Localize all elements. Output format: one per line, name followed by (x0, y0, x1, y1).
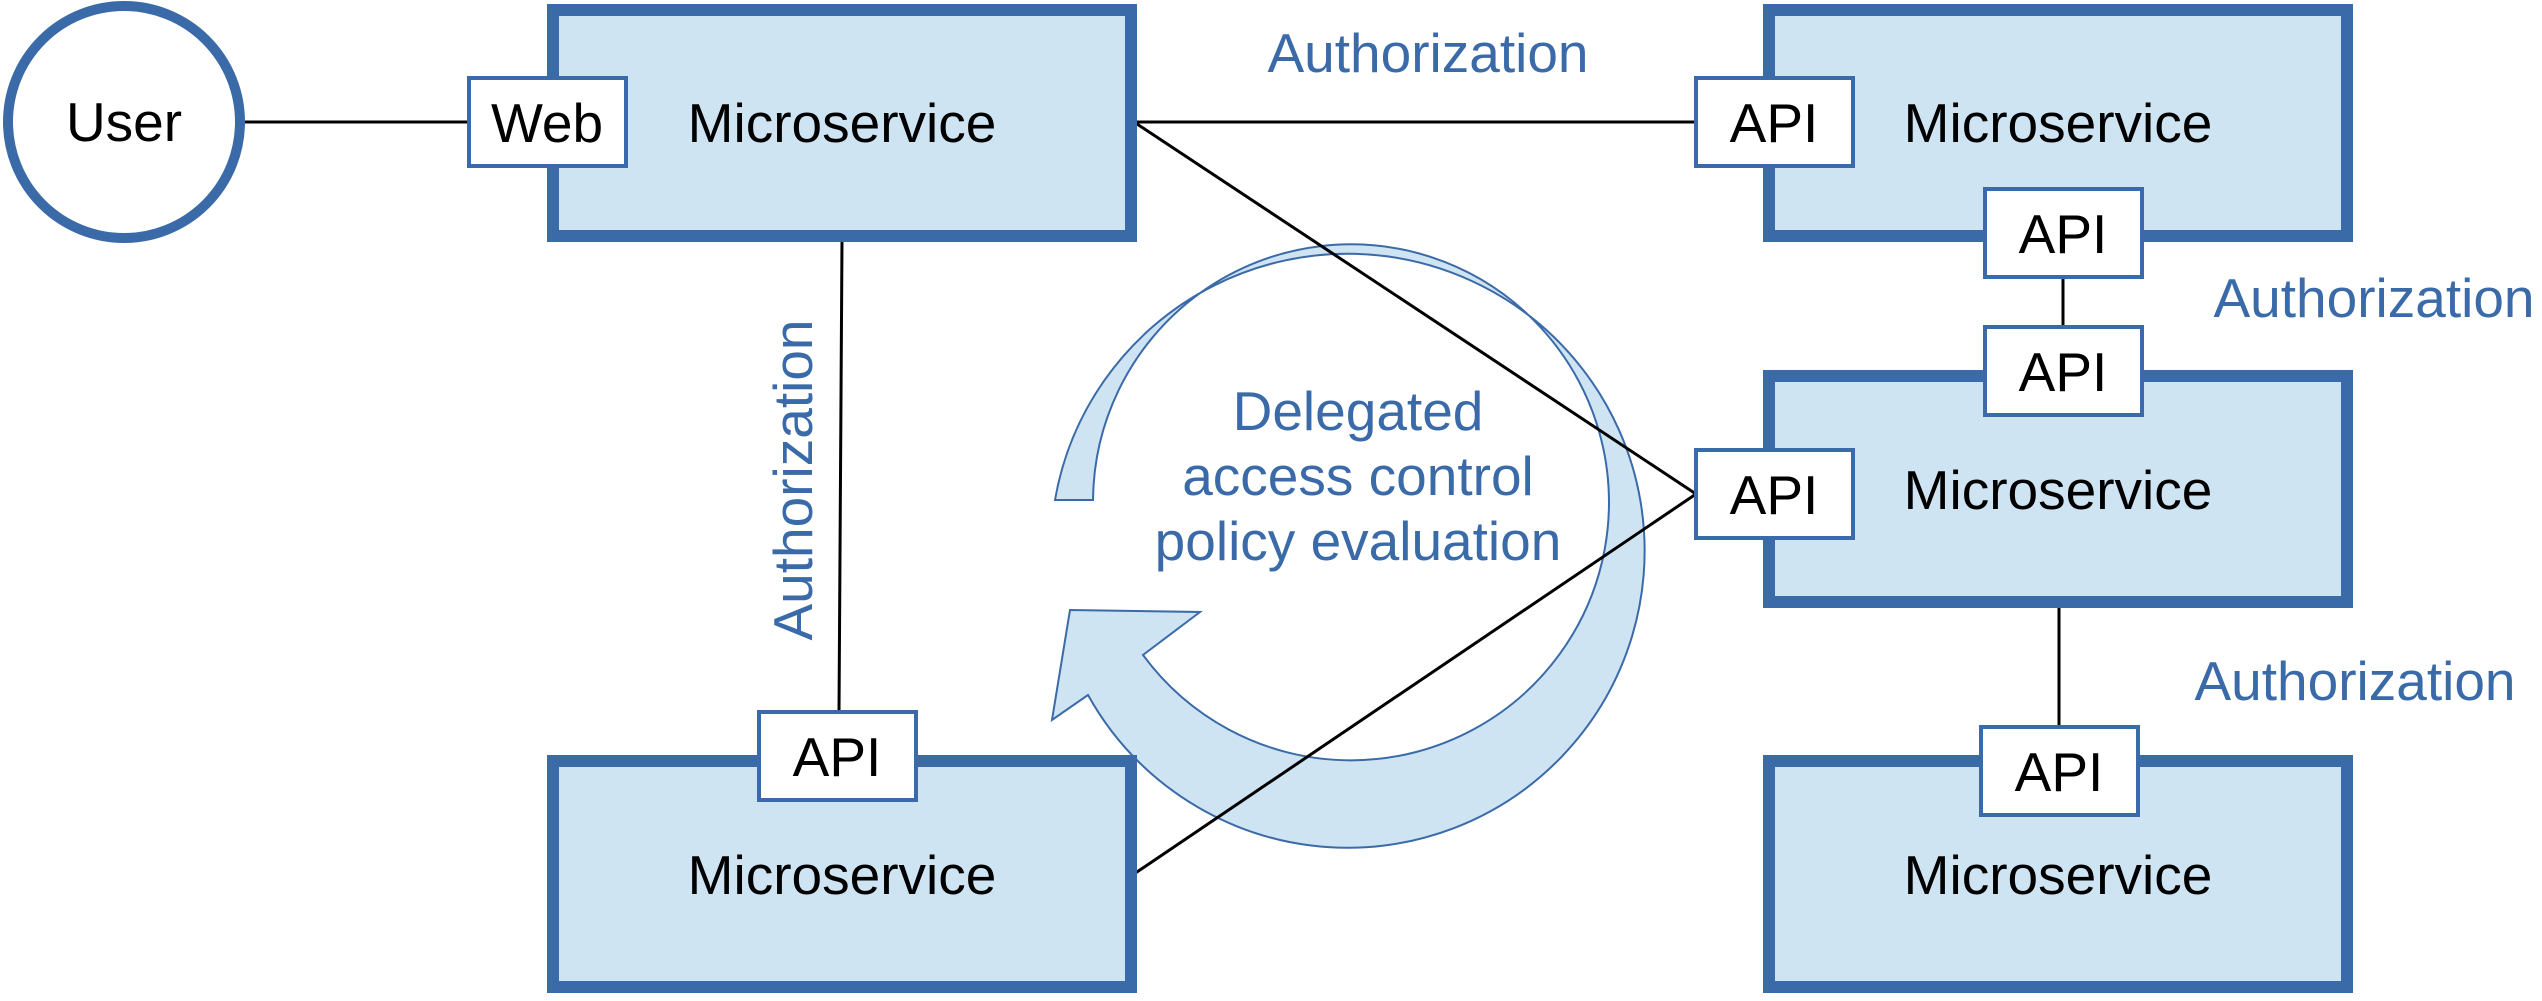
api-port-label: API (2015, 741, 2104, 803)
center-label-line-1: Delegated (1233, 380, 1484, 442)
line-top-left-middle-right (1133, 120, 1697, 496)
api-port-top-right-left: API (1694, 76, 1855, 168)
api-port-label: API (1730, 464, 1819, 526)
center-label-line-2: access control (1182, 445, 1534, 507)
connectors (242, 120, 2065, 876)
circular-arrow-icon (1050, 243, 1646, 849)
api-port-bottom-right-top: API (1979, 725, 2140, 817)
web-port-label: Web (491, 92, 603, 154)
api-port-box (1983, 187, 2144, 279)
authorization-label-vertical: Authorization (762, 319, 824, 640)
api-port-middle-right-top: API (1983, 325, 2144, 417)
authorization-label-top: Authorization (1267, 22, 1588, 84)
microservice-label: Microservice (1904, 459, 2213, 521)
api-port-label: API (1730, 92, 1819, 154)
microservice-bottom-right: Microservice (1763, 755, 2353, 993)
api-port-box (1694, 448, 1855, 540)
api-port-box (1979, 725, 2140, 817)
microservice-label: Microservice (1904, 844, 2213, 906)
center-label: Delegated access control policy evaluati… (1155, 380, 1562, 572)
user-circle (3, 1, 245, 243)
microservice-middle-right: Microservice (1763, 370, 2353, 608)
microservice-label: Microservice (1904, 92, 2213, 154)
api-port-box (1983, 325, 2144, 417)
microservice-label: Microservice (688, 92, 997, 154)
microservice-top-right: Microservice (1763, 4, 2353, 242)
line-bottom-left-middle-right (1133, 492, 1697, 876)
api-port-label: API (2019, 203, 2108, 265)
microservice-box (547, 4, 1137, 242)
api-port-label: API (793, 726, 882, 788)
center-label-line-3: policy evaluation (1155, 510, 1562, 572)
api-port-bottom-left-top: API (757, 710, 918, 802)
api-port-middle-right-left: API (1694, 448, 1855, 540)
user-node: User (3, 1, 245, 243)
api-port-box (1694, 76, 1855, 168)
microservice-top-left: Microservice (547, 4, 1137, 242)
microservice-box (1763, 755, 2353, 993)
api-port-label: API (2019, 341, 2108, 403)
web-port: Web (467, 76, 628, 168)
api-port-top-right-bottom: API (1983, 187, 2144, 279)
authorization-label-right-lower: Authorization (2194, 650, 2515, 712)
web-port-box (467, 76, 628, 168)
user-label: User (66, 91, 182, 153)
api-port-box (757, 710, 918, 802)
authorization-label-right-upper: Authorization (2213, 267, 2534, 329)
microservice-label: Microservice (688, 844, 997, 906)
microservice-box (1763, 370, 2353, 608)
line-top-left-bottom-left (837, 239, 844, 713)
